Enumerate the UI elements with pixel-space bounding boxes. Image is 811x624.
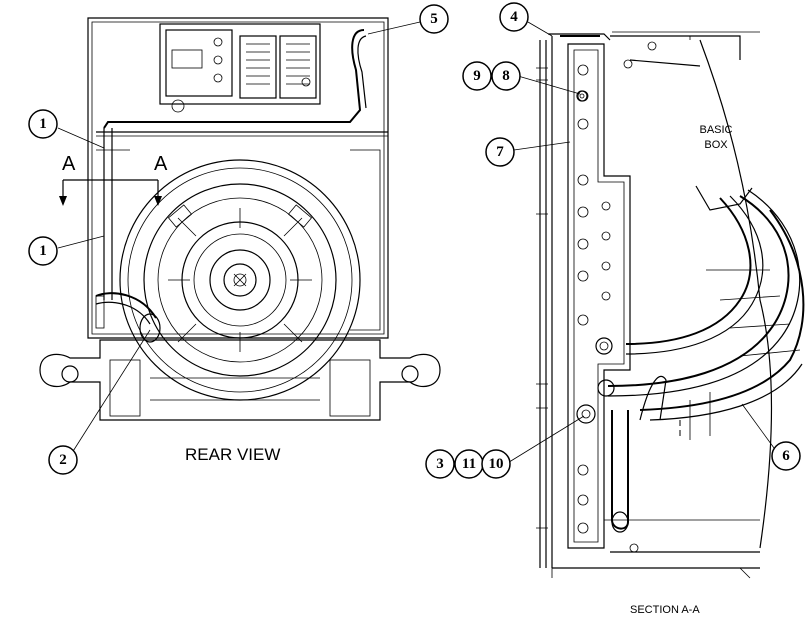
svg-text:1: 1 bbox=[39, 116, 47, 132]
section-a-a-drawing bbox=[536, 31, 805, 579]
callout-9: 9 bbox=[462, 61, 492, 91]
callout-3: 3 bbox=[425, 449, 455, 479]
control-panel bbox=[159, 23, 321, 113]
fan-assembly bbox=[119, 159, 361, 401]
callout-10: 10 bbox=[481, 449, 511, 479]
svg-text:1: 1 bbox=[39, 243, 47, 259]
callout-2: 2 bbox=[48, 445, 78, 475]
svg-text:9: 9 bbox=[473, 68, 481, 84]
svg-text:3: 3 bbox=[436, 456, 444, 472]
rear-view-drawing bbox=[39, 17, 441, 421]
rear-view-leaders bbox=[57, 21, 421, 457]
base-skid bbox=[39, 339, 441, 421]
rear-view-label: REAR VIEW bbox=[185, 445, 280, 464]
callout-4: 4 bbox=[499, 2, 529, 32]
svg-text:4: 4 bbox=[510, 9, 518, 25]
section-marker-left: A bbox=[62, 153, 76, 175]
hose-bundle bbox=[607, 185, 805, 440]
callout-1-mid: 1 bbox=[28, 236, 58, 266]
callout-1-top: 1 bbox=[28, 109, 58, 139]
basic-box-label-line1: BASIC bbox=[699, 124, 732, 136]
section-leaders bbox=[505, 21, 775, 465]
callout-8: 8 bbox=[491, 61, 521, 91]
svg-text:11: 11 bbox=[462, 456, 476, 472]
bracket-holes bbox=[577, 64, 611, 534]
fittings bbox=[576, 337, 667, 533]
callout-5: 5 bbox=[419, 4, 449, 34]
callout-6: 6 bbox=[771, 441, 801, 471]
svg-text:7: 7 bbox=[496, 144, 504, 160]
svg-text:8: 8 bbox=[502, 68, 510, 84]
svg-text:6: 6 bbox=[782, 448, 790, 464]
section-marker-right: A bbox=[154, 153, 168, 175]
section-a-a-label: SECTION A-A bbox=[630, 604, 700, 616]
svg-text:2: 2 bbox=[59, 452, 67, 468]
callout-7: 7 bbox=[485, 137, 515, 167]
svg-text:5: 5 bbox=[430, 11, 438, 27]
callout-11: 11 bbox=[454, 449, 484, 479]
basic-box-label-line2: BOX bbox=[704, 139, 728, 151]
svg-text:10: 10 bbox=[489, 456, 504, 472]
section-line-a-a bbox=[59, 179, 162, 206]
